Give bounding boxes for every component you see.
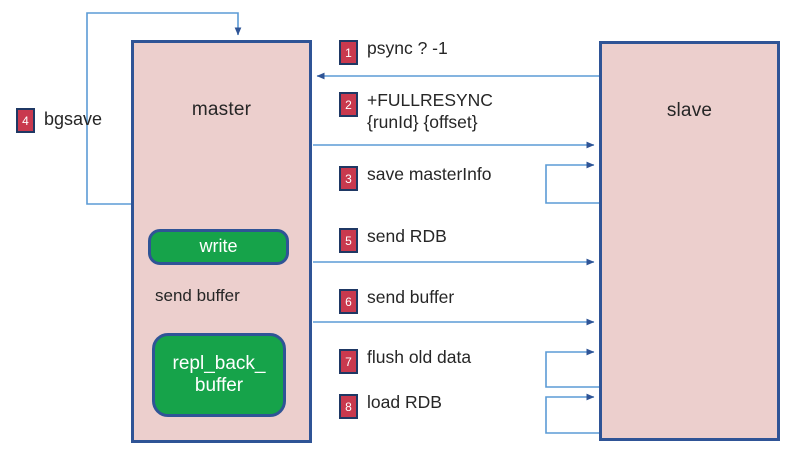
- node-write[interactable]: write: [148, 229, 289, 265]
- node-slave-label: slave: [666, 100, 713, 121]
- step-badge-7: 7: [339, 349, 358, 374]
- step-label-5: send RDB: [367, 226, 447, 246]
- step-label-6: send buffer: [367, 287, 455, 307]
- step-7-flush-old-data[interactable]: 7 flush old data: [339, 347, 471, 374]
- step-2-fullresync[interactable]: 2 +FULLRESYNC {runId} {offset}: [339, 90, 493, 134]
- step-label-2: +FULLRESYNC {runId} {offset}: [367, 90, 493, 132]
- step-3-save-masterinfo[interactable]: 3 save masterInfo: [339, 164, 492, 191]
- step-label-4: bgsave: [44, 109, 103, 130]
- step-1-psync[interactable]: 1 psync ? -1: [339, 38, 448, 65]
- node-repl-back-buffer-label: repl_back_ buffer: [172, 352, 266, 396]
- node-master-label: master: [191, 99, 252, 120]
- step-badge-8: 8: [339, 394, 358, 419]
- step-label-8: load RDB: [367, 392, 442, 412]
- step-badge-3: 3: [339, 166, 358, 191]
- edge-label-send-buffer: send buffer: [155, 286, 240, 305]
- step-6-send-buffer[interactable]: 6 send buffer: [339, 287, 454, 314]
- connector-step-7: [545, 348, 599, 388]
- connector-step-3: [545, 161, 599, 204]
- step-label-1: psync ? -1: [367, 38, 448, 58]
- step-8-load-rdb[interactable]: 8 load RDB: [339, 392, 442, 419]
- node-repl-back-buffer[interactable]: repl_back_ buffer: [152, 333, 286, 417]
- step-4-bgsave[interactable]: 4 bgsave: [16, 106, 102, 133]
- node-write-label: write: [199, 236, 238, 257]
- step-5-send-rdb[interactable]: 5 send RDB: [339, 226, 447, 253]
- connector-step-8: [545, 393, 599, 434]
- step-label-3: save masterInfo: [367, 164, 492, 184]
- step-badge-6: 6: [339, 289, 358, 314]
- step-badge-1: 1: [339, 40, 358, 65]
- step-badge-2: 2: [339, 92, 358, 117]
- step-badge-4: 4: [16, 108, 35, 133]
- step-label-7: flush old data: [367, 347, 472, 367]
- step-badge-5: 5: [339, 228, 358, 253]
- node-slave[interactable]: slave: [599, 41, 780, 441]
